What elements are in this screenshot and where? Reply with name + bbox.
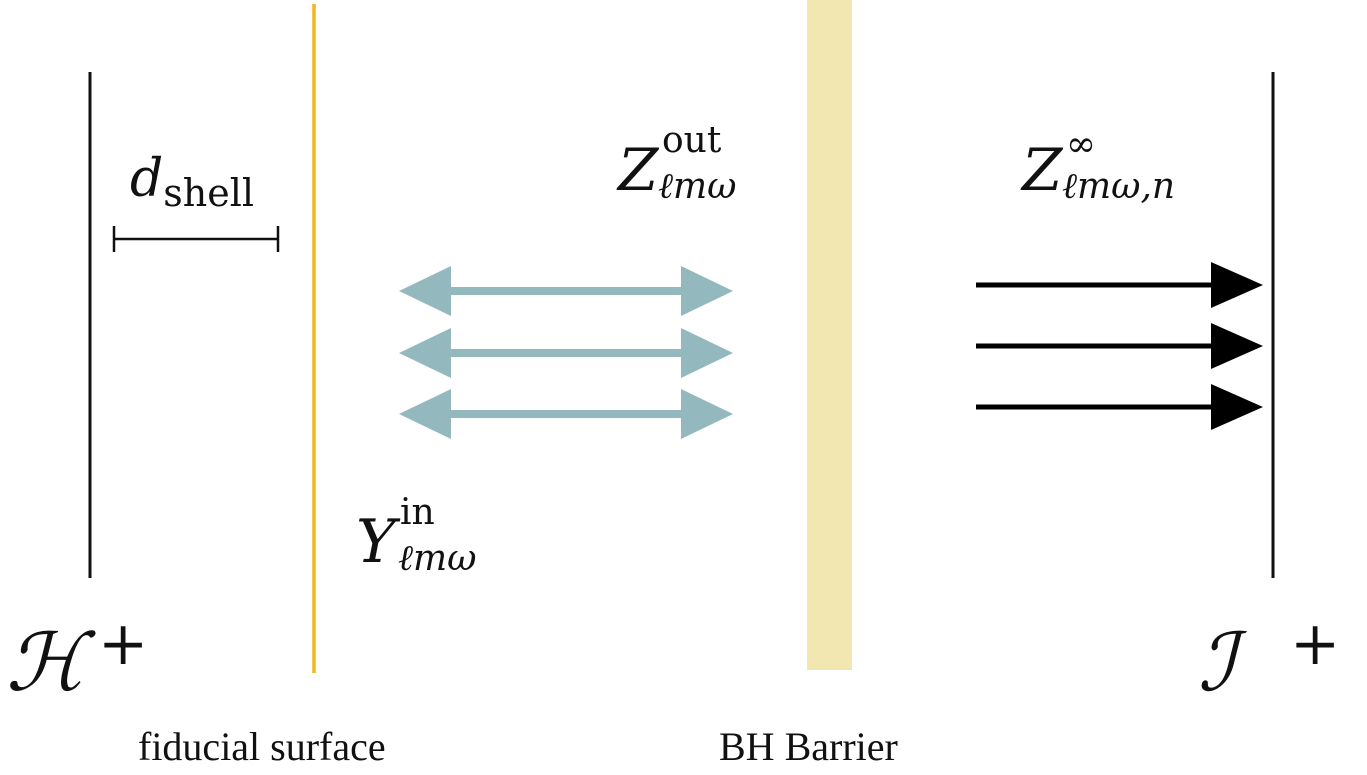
svg-text:ℓmω: ℓmω bbox=[658, 166, 737, 207]
svg-text:+: + bbox=[98, 609, 148, 679]
svg-text:ℓmω: ℓmω bbox=[398, 538, 477, 579]
double-headed-arrow-1 bbox=[399, 266, 733, 316]
right-arrow-3 bbox=[976, 384, 1263, 430]
scri-symbol: ℐ + bbox=[1198, 609, 1340, 709]
svg-text:in: in bbox=[400, 492, 435, 533]
right-arrow-2 bbox=[976, 323, 1263, 369]
z-out-label: Z out ℓmω bbox=[616, 120, 737, 207]
svg-text:∞: ∞ bbox=[1066, 124, 1096, 165]
svg-text:ℓmω,n: ℓmω,n bbox=[1062, 166, 1175, 207]
d-shell-measure bbox=[112, 226, 280, 252]
double-headed-arrow-icon bbox=[399, 266, 733, 439]
d-shell-label: dshell bbox=[130, 149, 254, 215]
right-arrow-1 bbox=[976, 262, 1263, 308]
svg-text:ℐ: ℐ bbox=[1198, 616, 1248, 709]
svg-text:Z: Z bbox=[616, 136, 660, 204]
svg-text:out: out bbox=[662, 120, 722, 161]
svg-text:+: + bbox=[1290, 609, 1340, 679]
right-arrow-icon bbox=[976, 262, 1263, 430]
svg-text:Y: Y bbox=[356, 507, 401, 577]
fiducial-surface-caption: fiducial surface bbox=[138, 724, 386, 769]
svg-text:Z: Z bbox=[1020, 136, 1064, 204]
double-headed-arrow-3 bbox=[399, 389, 733, 439]
svg-text:ℋ: ℋ bbox=[6, 616, 96, 709]
horizon-symbol: ℋ + bbox=[6, 609, 148, 709]
double-headed-arrow-2 bbox=[399, 328, 733, 378]
bh-barrier-band bbox=[807, 0, 852, 670]
y-in-label: Y in ℓmω bbox=[356, 492, 477, 579]
z-inf-label: Z ∞ ℓmω,n bbox=[1020, 124, 1175, 207]
bh-barrier-caption: BH Barrier bbox=[719, 724, 898, 769]
